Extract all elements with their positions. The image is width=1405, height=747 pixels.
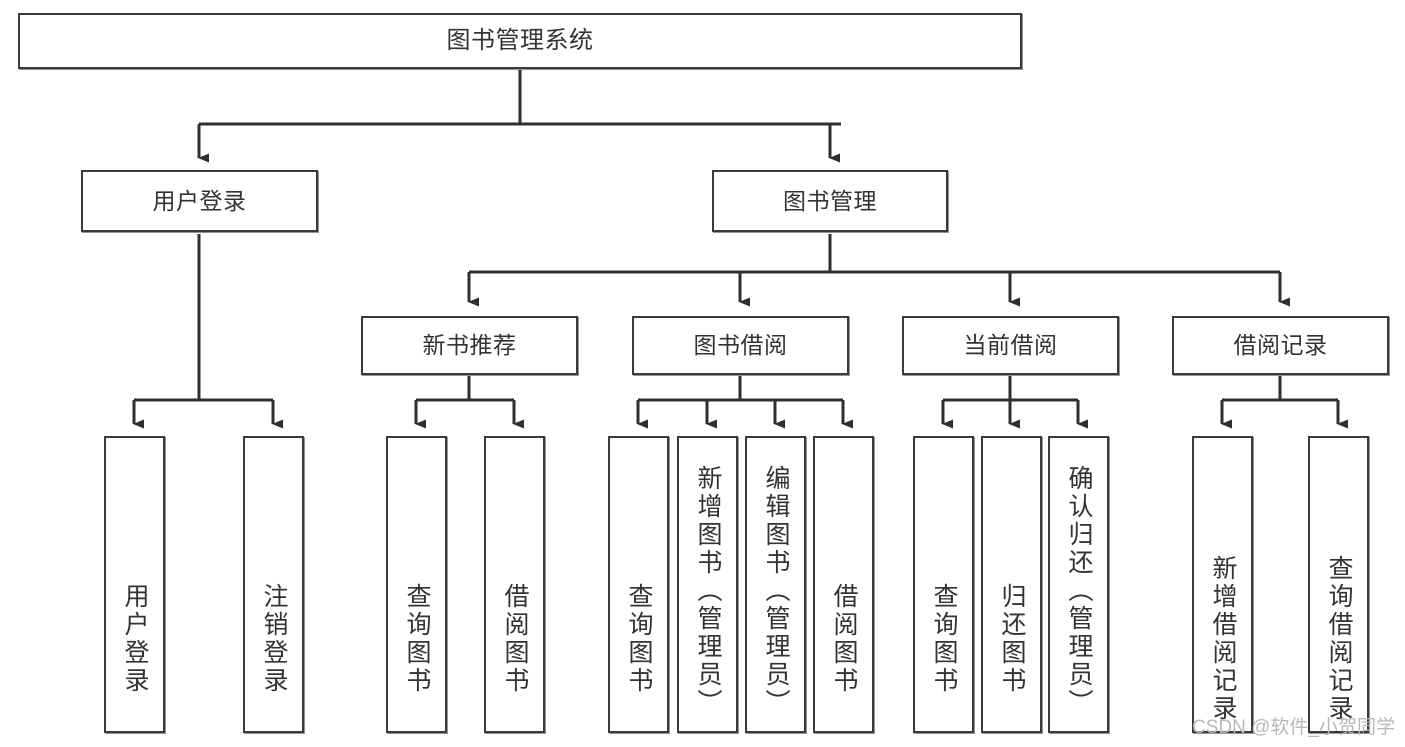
node-label: 新增图书（管理员） <box>694 464 722 717</box>
node-label: 新书推荐 <box>422 332 517 359</box>
node-label: 注销登录 <box>260 582 288 695</box>
leaf-record-query-borrow-record[interactable]: 查询借阅记录 <box>1308 436 1369 733</box>
leaf-borrow-query-book[interactable]: 查询图书 <box>608 436 669 733</box>
leaf-new-book-borrow-book[interactable]: 借阅图书 <box>484 436 545 733</box>
node-root-library-system[interactable]: 图书管理系统 <box>18 13 1022 69</box>
node-label: 借阅图书 <box>501 582 529 695</box>
node-label: 新增借阅记录 <box>1209 554 1237 723</box>
node-label: 查询借阅记录 <box>1325 554 1353 723</box>
node-label: 图书管理 <box>783 187 877 214</box>
node-label: 查询图书 <box>403 582 431 695</box>
node-book-borrowing[interactable]: 图书借阅 <box>632 316 849 375</box>
node-user-login[interactable]: 用户登录 <box>81 170 318 232</box>
leaf-borrow-borrow-book[interactable]: 借阅图书 <box>813 436 874 733</box>
node-label: 确认归还（管理员） <box>1065 464 1093 717</box>
node-label: 归还图书 <box>998 582 1026 695</box>
node-label: 借阅图书 <box>830 582 858 695</box>
leaf-user-login-login[interactable]: 用户登录 <box>104 436 165 733</box>
node-book-management[interactable]: 图书管理 <box>712 170 948 232</box>
node-borrow-record[interactable]: 借阅记录 <box>1172 316 1389 375</box>
node-label: 查询图书 <box>625 582 653 695</box>
leaf-borrow-edit-book-admin[interactable]: 编辑图书（管理员） <box>745 436 806 733</box>
node-label: 当前借阅 <box>963 332 1058 359</box>
node-label: 图书管理系统 <box>446 27 594 55</box>
leaf-new-book-query-book[interactable]: 查询图书 <box>386 436 447 733</box>
node-label: 用户登录 <box>121 582 149 695</box>
leaf-record-add-borrow-record[interactable]: 新增借阅记录 <box>1192 436 1253 733</box>
leaf-current-confirm-return-admin[interactable]: 确认归还（管理员） <box>1048 436 1109 733</box>
leaf-current-query-book[interactable]: 查询图书 <box>913 436 974 733</box>
leaf-borrow-add-book-admin[interactable]: 新增图书（管理员） <box>677 436 738 733</box>
leaf-current-return-book[interactable]: 归还图书 <box>981 436 1042 733</box>
node-label: 查询图书 <box>930 582 958 695</box>
csdn-watermark: CSDN @软件_小贺同学 <box>1192 717 1395 738</box>
node-label: 用户登录 <box>152 187 247 214</box>
node-new-book-recommendation[interactable]: 新书推荐 <box>361 316 578 375</box>
leaf-user-login-logout[interactable]: 注销登录 <box>243 436 304 733</box>
node-label: 图书借阅 <box>693 332 788 359</box>
node-current-borrowing[interactable]: 当前借阅 <box>902 316 1119 375</box>
node-label: 借阅记录 <box>1233 332 1328 359</box>
node-label: 编辑图书（管理员） <box>762 464 790 717</box>
